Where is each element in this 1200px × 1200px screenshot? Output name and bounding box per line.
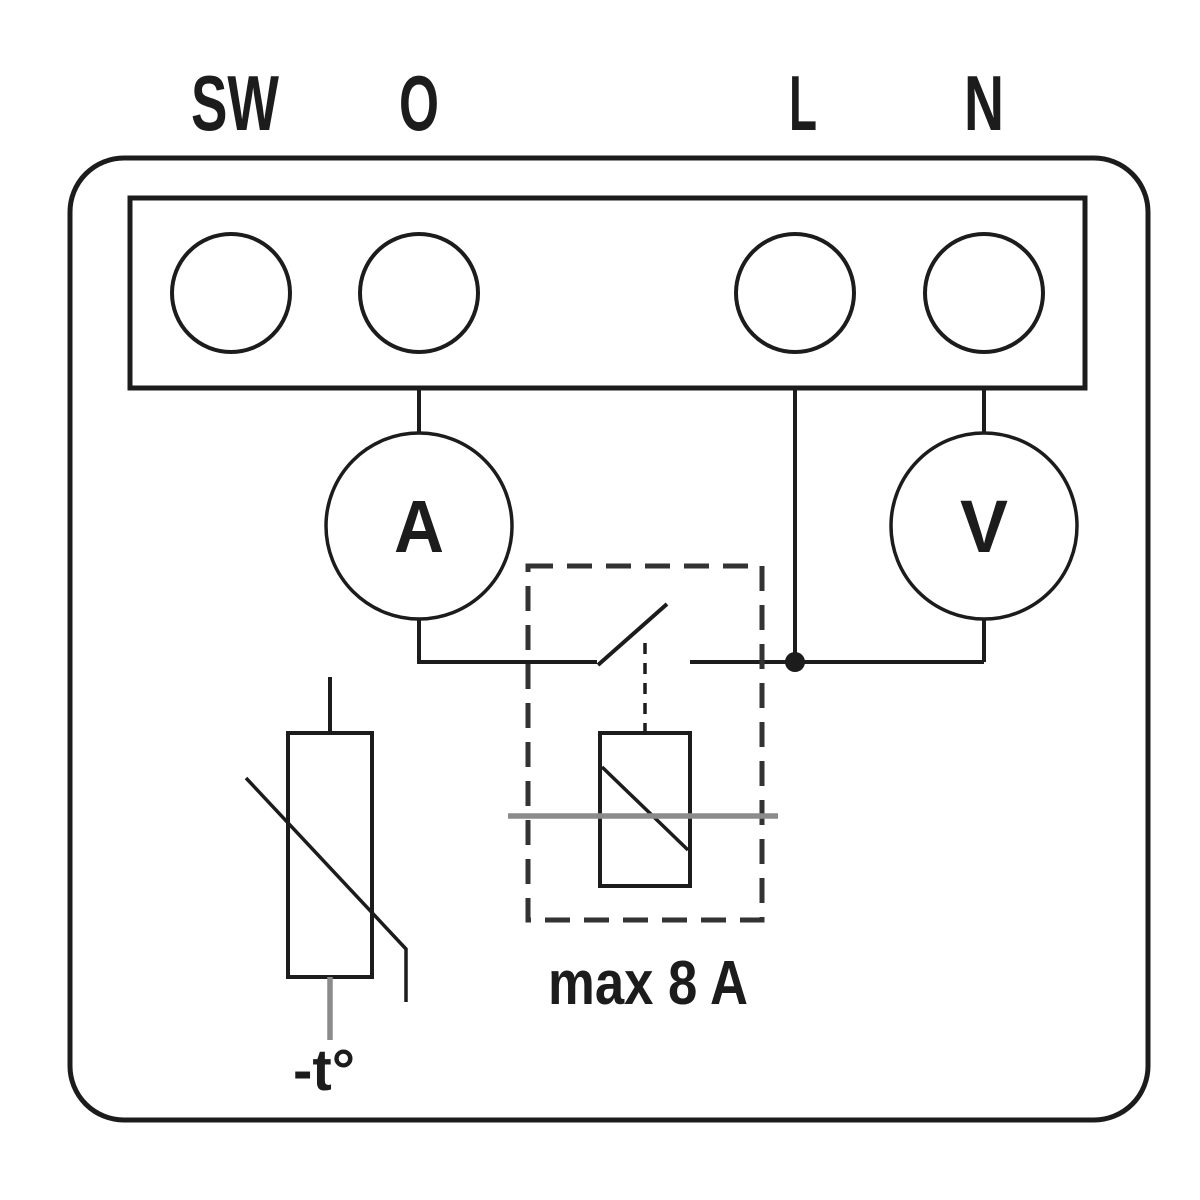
relay-dashed-box [525,563,765,923]
terminal-block [127,195,1088,391]
thermistor-body [286,731,374,979]
relay-coil-diagonal [600,765,690,852]
voltmeter-label: V [960,485,1008,568]
thermistor-diagonal [244,776,408,1002]
ammeter-label: A [394,485,444,568]
terminal-hole-sw [170,232,292,354]
device-outline [67,155,1151,1123]
max-current-label: max 8 A [548,949,748,1018]
thermistor-label: -t° [293,1038,355,1103]
junction-dot [785,652,805,672]
terminal-hole-n [923,232,1045,354]
terminal-label-sw: SW [191,59,279,147]
terminal-label-l: L [789,59,817,147]
terminal-label-n: N [964,59,1004,147]
wire-ammeter-to-switch [417,619,597,664]
switch-lever [596,602,669,667]
terminal-label-o: O [399,59,439,147]
terminal-hole-o [358,232,480,354]
terminal-hole-l [734,232,856,354]
